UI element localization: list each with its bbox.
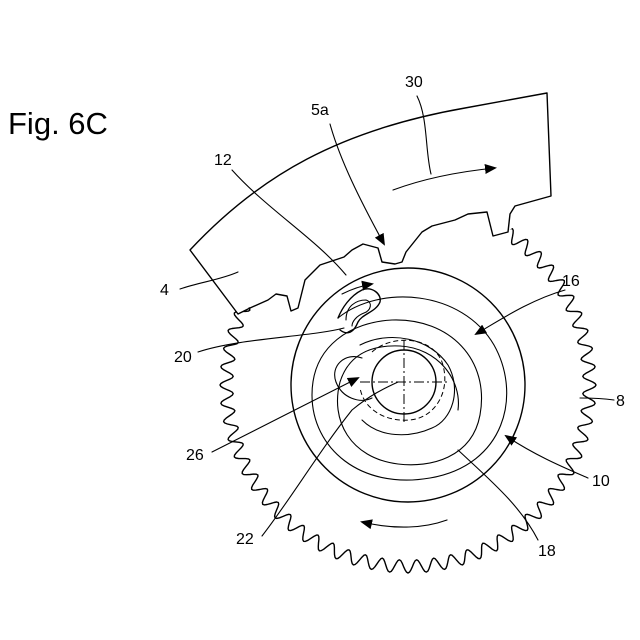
label-16: 16 (562, 273, 580, 290)
leader-20 (198, 328, 344, 352)
cam-ring-10 (291, 268, 525, 502)
label-18: 18 (538, 543, 556, 560)
label-8: 8 (616, 393, 625, 410)
label-5a: 5a (311, 102, 329, 119)
label-26: 26 (186, 447, 204, 464)
leader-26 (212, 378, 358, 452)
figure-title: Fig. 6C (8, 106, 108, 141)
label-4: 4 (160, 282, 169, 299)
label-30: 30 (405, 74, 423, 91)
leader-8 (580, 398, 614, 400)
label-22: 22 (236, 531, 254, 548)
leader-16 (476, 290, 565, 334)
rotation-arrow-gear (362, 520, 447, 527)
spiral-groove-16 (312, 297, 507, 480)
lobe-26 (335, 357, 372, 401)
label-12: 12 (214, 152, 232, 169)
leader-18 (458, 450, 538, 540)
label-20: 20 (174, 349, 192, 366)
sector-plate-mask (190, 92, 552, 314)
label-10: 10 (592, 473, 610, 490)
